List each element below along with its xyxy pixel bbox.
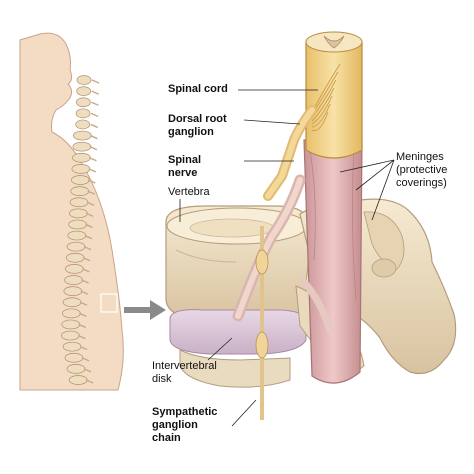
spine-vertebra-mark: [69, 208, 88, 219]
spine-vertebra-mark: [67, 230, 87, 241]
spine-vertebra-mark: [76, 75, 92, 85]
spine-process-mark: [91, 101, 99, 106]
dorsal-root-ganglion-shape: [263, 105, 317, 201]
spine-process-mark: [89, 157, 97, 162]
label-dorsal-root-ganglion: Dorsal root ganglion: [168, 113, 227, 138]
spine-process-mark: [90, 123, 98, 129]
spine-vertebra-mark: [75, 108, 91, 119]
spine-process-mark: [79, 301, 88, 306]
label-meninges: Meninges (protective coverings): [396, 151, 448, 189]
spine-vertebra-mark: [75, 119, 91, 130]
spine-vertebra-mark: [66, 364, 86, 374]
spine-vertebra-mark: [64, 352, 84, 363]
spine-process-mark: [79, 346, 88, 351]
label-spinal-cord: Spinal cord: [168, 83, 228, 95]
spine-process-mark: [82, 268, 90, 273]
spine-process-mark: [89, 146, 98, 151]
spine-vertebra-mark: [60, 330, 80, 341]
spine-vertebra-mark: [76, 97, 91, 108]
spine-process-mark: [87, 190, 96, 195]
spine-process-mark: [83, 368, 92, 373]
rootlet-mark: [311, 95, 333, 125]
spine-vertebra-mark: [62, 308, 81, 319]
spine-column: [60, 75, 100, 385]
spine-process-mark: [84, 234, 93, 240]
spine-vertebra-mark: [72, 141, 92, 152]
spinal-nerve-shape: [232, 174, 334, 334]
rootlet-mark: [311, 87, 335, 122]
pointer-arrow: [124, 300, 166, 320]
spine-vertebra-mark: [72, 130, 92, 141]
spine-process-mark: [83, 246, 92, 251]
spine-process-mark: [78, 334, 86, 340]
spine-vertebra-mark: [76, 86, 92, 96]
spine-vertebra-mark: [70, 175, 90, 185]
spine-process-mark: [85, 223, 93, 229]
spine-vertebra-mark: [62, 297, 82, 308]
spine-vertebra-mark: [72, 152, 91, 163]
spine-process-mark: [78, 323, 87, 329]
vertebra-body: [165, 205, 309, 321]
spine-vertebra-mark: [68, 375, 88, 385]
spine-vertebra-mark: [65, 252, 85, 263]
meninges: [303, 139, 363, 384]
rootlet-mark: [311, 103, 331, 128]
spine-vertebra-mark: [71, 164, 91, 174]
leader-lines: [179, 89, 395, 427]
label-intervertebral-disk: Intervertebral disk: [152, 360, 217, 385]
spine-process-mark: [90, 112, 99, 117]
spine-vertebra-mark: [63, 286, 83, 296]
spine-process-mark: [88, 179, 96, 184]
label-sympathetic-ganglion-chain: Sympathetic ganglion chain: [152, 406, 218, 444]
spine-process-mark: [90, 134, 98, 140]
sympathetic-chain-shape: [255, 226, 269, 420]
spine-vertebra-mark: [62, 341, 82, 352]
spine-vertebra-mark: [69, 197, 89, 208]
label-vertebra: Vertebra: [168, 186, 210, 198]
spine-process-mark: [81, 357, 90, 362]
spine-vertebra-mark: [70, 186, 90, 196]
spine-process-mark: [85, 379, 94, 384]
spine-vertebra-mark: [61, 319, 81, 330]
label-spinal-nerve: Spinal nerve: [168, 154, 202, 179]
spine-vertebra-mark: [65, 264, 84, 274]
spine-process-mark: [88, 168, 97, 173]
spine-process-mark: [80, 290, 89, 295]
spine-process-mark: [82, 257, 91, 262]
spine-process-mark: [81, 279, 89, 284]
spine-process-mark: [86, 201, 95, 206]
spine-process-mark: [91, 79, 100, 84]
spine-highlight-box: [100, 293, 118, 313]
spinal-cord: [305, 31, 363, 159]
spine-vertebra-mark: [68, 219, 87, 230]
spine-vertebra-mark: [64, 275, 83, 285]
spine-process-mark: [86, 212, 94, 217]
intervertebral-disk-shape: [169, 309, 307, 355]
spine-process-mark: [91, 90, 99, 95]
spine-vertebra-mark: [66, 241, 86, 252]
rootlet-mark: [311, 111, 329, 132]
spine-process-mark: [79, 312, 87, 317]
